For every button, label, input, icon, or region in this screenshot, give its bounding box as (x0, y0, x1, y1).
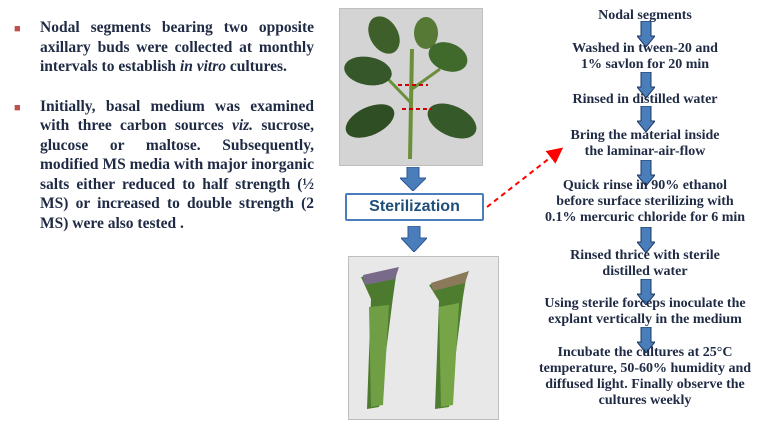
bullet-square-icon: ■ (14, 23, 21, 35)
flow-step-7: Using sterile forceps inoculate the expl… (544, 296, 746, 327)
plant-photo (339, 8, 483, 166)
sterilization-label: Sterilization (369, 198, 460, 215)
bullet-square-icon: ■ (14, 101, 21, 114)
sterilization-box: Sterilization (345, 193, 484, 221)
bullet-list: ■ Nodal segments bearing two opposite ax… (14, 18, 314, 253)
flow-step-2: Washed in tween-20 and 1% savlon for 20 … (572, 41, 718, 72)
down-arrow-icon (637, 227, 655, 253)
down-arrow-icon (637, 72, 655, 98)
down-arrow-icon (637, 327, 655, 353)
down-arrow-icon (637, 160, 655, 186)
flow-step-4: Bring the material inside the laminar-ai… (570, 128, 720, 159)
flow-step-5: Quick rinse in 90% ethanol before surfac… (544, 178, 746, 225)
down-arrow-icon (401, 226, 427, 252)
bullet-item-2: ■ Initially, basal medium was examined w… (14, 97, 315, 232)
down-arrow-icon (637, 21, 655, 47)
flow-step-1: Nodal segments (598, 8, 692, 23)
down-arrow-icon (637, 279, 655, 305)
bullet-item-1: ■ Nodal segments bearing two opposite ax… (14, 19, 314, 75)
down-arrow-icon (400, 167, 426, 191)
flow-step-8: Incubate the cultures at 25°C temperatur… (538, 345, 752, 408)
flow-step-6: Rinsed thrice with sterile distilled wat… (570, 248, 720, 279)
down-arrow-icon (637, 106, 655, 132)
explant-photo (348, 256, 499, 420)
flow-step-3: Rinsed in distilled water (572, 92, 718, 107)
